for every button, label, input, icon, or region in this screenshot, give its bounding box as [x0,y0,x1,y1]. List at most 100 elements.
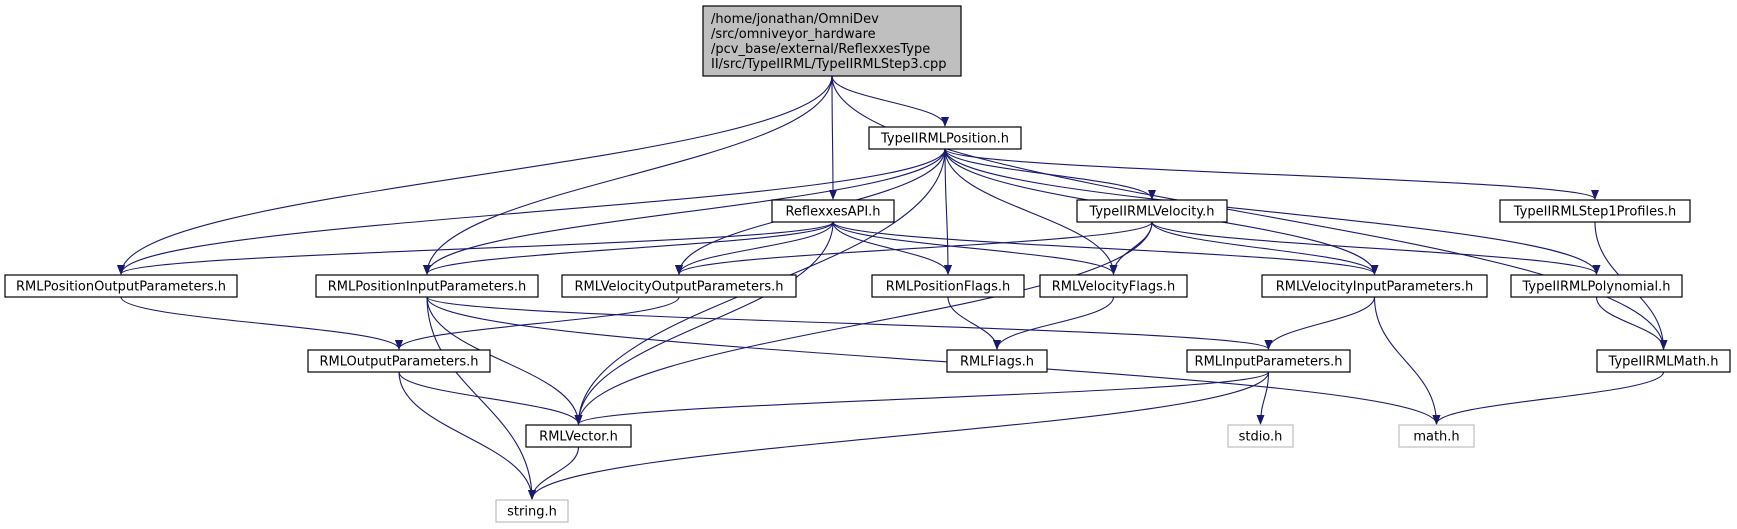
node-root[interactable]: /home/jonathan/OmniDev/src/omniveyor_har… [702,5,962,77]
node-rmloutputparameters[interactable]: RMLOutputParameters.h [307,349,491,373]
node-box [702,5,962,77]
edge-root-to-rmlpositionoutputparameters [117,75,833,275]
edge-typeiirmlposition-to-rmlvelocityflags [944,148,1118,275]
edge-rmlinputparameters-to-rmlvector [574,371,1270,425]
edge-typeiirmlvelocity-to-rmlvelocityoutputparameters [675,221,1153,275]
node-box [561,274,797,298]
node-label: TypeIIRMLVelocity.h [1088,205,1214,220]
edge-rmloutputparameters-to-string [398,371,536,500]
node-label: TypeIIRMLMath.h [1608,355,1719,370]
edge-reflexxesapi-to-rmlvelocityflags [832,221,1118,275]
edge-rmlpositioninputparameters-to-rmlinputparameters [426,296,1273,350]
edge-root-to-reflexxesapi [828,75,837,200]
edge-typeiirmlposition-to-rmlpositionflags [943,148,952,275]
node-stdio: stdio.h [1227,424,1294,448]
node-label: RMLOutputParameters.h [320,355,479,370]
edge-rmlinputparameters-to-string [528,371,1270,500]
node-label: string.h [507,505,557,520]
edge-typeiirmlvelocity-to-rmlvector [574,221,1153,425]
node-label: /home/jonathan/OmniDev [711,12,879,27]
edge-root-to-rmlpositioninputparameters [423,75,833,275]
edge-typeiirmlvelocity-to-typeiirmlpolynomial [1151,221,1601,275]
node-label: TypeIIRMLPosition.h [880,132,1009,147]
node-label: RMLInputParameters.h [1195,355,1343,370]
edge-rmlvelocityoutputparameters-to-rmloutputparameters [395,296,680,350]
node-box [771,199,895,223]
node-typeiirmlvelocity[interactable]: TypeIIRMLVelocity.h [1076,199,1228,223]
edge-rmlpositionoutputparameters-to-rmloutputparameters [120,296,403,350]
node-rmlvelocityinputparameters[interactable]: RMLVelocityInputParameters.h [1261,274,1488,298]
edge-typeiirmlposition-to-rmlpositioninputparameters [423,148,946,275]
node-label: RMLPositionFlags.h [886,280,1011,295]
node-label: ReflexxesAPI.h [785,205,880,220]
node-typeiirmlposition[interactable]: TypeIIRMLPosition.h [868,126,1022,150]
edge-root-to-typeiirmlmath [831,75,1668,350]
node-box [868,126,1022,150]
edge-rmlpositioninputparameters-to-string [426,296,536,500]
edge-rmlpositionflags-to-rmlflags [947,296,1001,350]
node-label: RMLVelocityFlags.h [1052,280,1176,295]
edge-typeiirmlposition-to-typeiirmlpolynomial [944,148,1601,275]
node-box [1186,349,1351,373]
node-label: II/src/TypeIIRML/TypeIIRMLStep3.cpp [711,57,946,72]
node-box [307,349,491,373]
node-label: RMLPositionOutputParameters.h [16,280,226,295]
node-typeiirmlstep1profiles[interactable]: TypeIIRMLStep1Profiles.h [1499,199,1691,223]
node-box [946,349,1048,373]
node-typeiirmlpolynomial[interactable]: TypeIIRMLPolynomial.h [1510,274,1683,298]
edge-rmlvelocityflags-to-rmlflags [993,296,1115,350]
node-string: string.h [495,499,569,523]
edge-rmlpositioninputparameters-to-rmlvector [426,296,583,425]
edge-rmloutputparameters-to-rmlvector [398,371,583,425]
node-reflexxesapi[interactable]: ReflexxesAPI.h [771,199,895,223]
node-box [1076,199,1228,223]
edge-reflexxesapi-to-rmlpositionoutputparameters [117,221,834,275]
node-box [1499,199,1691,223]
edge-rmlinputparameters-to-stdio [1256,371,1270,425]
node-label: /src/omniveyor_hardware [711,27,876,42]
edge-root-to-typeiirmlposition [831,75,949,127]
node-label: RMLVector.h [539,430,618,445]
node-label: TypeIIRMLStep1Profiles.h [1513,205,1676,220]
node-rmlvelocityoutputparameters[interactable]: RMLVelocityOutputParameters.h [561,274,797,298]
node-box [1227,424,1294,448]
node-label: /pcv_base/external/ReflexxesType [711,42,930,57]
node-rmlpositionoutputparameters[interactable]: RMLPositionOutputParameters.h [4,274,238,298]
node-box [4,274,238,298]
edge-reflexxesapi-to-rmlpositionflags [832,221,952,275]
node-box [525,424,632,448]
node-box [1596,349,1731,373]
node-rmlinputparameters[interactable]: RMLInputParameters.h [1186,349,1351,373]
node-box [495,499,569,523]
edge-rmlpositioninputparameters-to-math [426,296,1441,425]
node-box [1261,274,1488,298]
edge-reflexxesapi-to-rmlvelocityoutputparameters [675,221,834,275]
edge-typeiirmlposition-to-typeiirmlvelocity [944,148,1156,200]
node-rmlvelocityflags[interactable]: RMLVelocityFlags.h [1039,274,1188,298]
node-rmlpositioninputparameters[interactable]: RMLPositionInputParameters.h [315,274,539,298]
node-label: RMLVelocityOutputParameters.h [575,280,784,295]
node-rmlpositionflags[interactable]: RMLPositionFlags.h [871,274,1025,298]
node-box [1039,274,1188,298]
node-rmlflags[interactable]: RMLFlags.h [946,349,1048,373]
node-box [1510,274,1683,298]
node-box [315,274,539,298]
node-box [871,274,1025,298]
edge-typeiirmlvelocity-to-rmlvelocityinputparameters [1151,221,1379,275]
node-label: RMLFlags.h [960,355,1034,370]
node-typeiirmlmath[interactable]: TypeIIRMLMath.h [1596,349,1731,373]
nodes-layer: /home/jonathan/OmniDev/src/omniveyor_har… [4,5,1731,523]
node-label: math.h [1413,430,1459,445]
node-label: stdio.h [1239,430,1283,445]
edge-typeiirmlmath-to-math [1432,371,1665,425]
edge-typeiirmlposition-to-typeiirmlstep1profiles [944,148,1599,200]
edge-rmlvelocityinputparameters-to-math [1373,296,1441,425]
edge-typeiirmlpolynomial-to-typeiirmlmath [1595,296,1668,350]
node-box [1398,424,1475,448]
edge-typeiirmlposition-to-rmlpositionoutputparameters [117,148,946,275]
node-math: math.h [1398,424,1475,448]
node-rmlvector[interactable]: RMLVector.h [525,424,632,448]
node-label: TypeIIRMLPolynomial.h [1521,280,1670,295]
edge-reflexxesapi-to-rmlvelocityinputparameters [832,221,1379,275]
